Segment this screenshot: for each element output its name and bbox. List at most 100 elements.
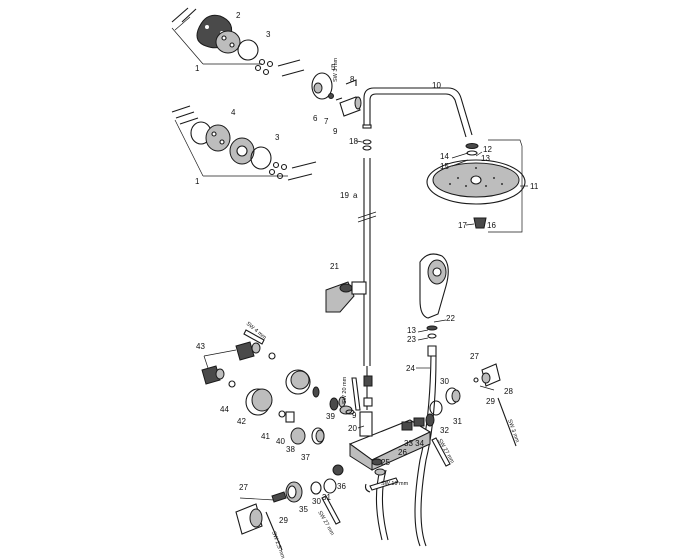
- part-number-labels: 2 3 1 5 8 6 7 9 10 4 3 1 18 19 a 12 14 1…: [195, 11, 539, 525]
- wall-mount-lower: [171, 105, 317, 181]
- label-3-upper: 3: [266, 30, 271, 39]
- label-38: 38: [286, 445, 295, 454]
- overhead-arm-part-10: [363, 87, 473, 136]
- knob-part-42: [245, 388, 273, 416]
- label-25: 25: [381, 458, 390, 467]
- seal-part-13-top: [466, 150, 478, 156]
- label-16: 16: [487, 221, 496, 230]
- bracket-part-9: [339, 96, 362, 117]
- label-10: 10: [432, 81, 441, 90]
- label-32: 32: [440, 426, 449, 435]
- screw-part-1-lower: [171, 105, 199, 125]
- screw-part-7: [335, 97, 343, 101]
- label-24: 24: [406, 364, 415, 373]
- label-13-bottom: 13: [407, 326, 416, 335]
- screw-part-41: [278, 410, 286, 418]
- bottom-left-assembly: SW 2,5 mm SW 27 mm: [235, 464, 344, 560]
- label-13-top: 13: [481, 154, 490, 163]
- tool-label-sw3mm-upper: SW 3 mm: [333, 57, 339, 82]
- label-36: 36: [337, 482, 346, 491]
- label-22: 22: [446, 314, 455, 323]
- wrench-sw4: SW 4 mm: [243, 321, 267, 345]
- seal-part-12: [465, 143, 479, 149]
- label-44: 44: [220, 405, 229, 414]
- ring-part-30-bottom: [310, 481, 322, 495]
- label-1-upper: 1: [195, 64, 200, 73]
- label-31-right: 31: [453, 417, 462, 426]
- label-4: 4: [231, 108, 236, 117]
- overhead-shower: [426, 139, 528, 233]
- ring-part-31-bottom: [323, 478, 337, 494]
- label-18: 18: [349, 137, 358, 146]
- part-36: [332, 464, 344, 476]
- label-27-right: 27: [470, 352, 479, 361]
- label-43: 43: [196, 342, 205, 351]
- label-7: 7: [324, 117, 329, 126]
- part-27-right: [473, 377, 495, 391]
- handle-part-27-bottom: [235, 503, 263, 535]
- o-ring-part-18: [362, 139, 372, 145]
- seal-ring-part-3-lower: [250, 146, 272, 170]
- wrench-sw27-right: SW 27 mm: [431, 437, 455, 467]
- label-19a: a: [353, 191, 358, 200]
- wrench-sw19: [364, 477, 399, 493]
- tool-label-sw2-5mm: SW 2,5 mm: [270, 531, 286, 560]
- label-6: 6: [313, 114, 318, 123]
- label-5: 5: [331, 63, 336, 72]
- seal-ring-part-3-upper: [237, 39, 259, 61]
- label-2: 2: [236, 11, 241, 20]
- label-37: 37: [301, 453, 310, 462]
- label-33-34: 33 34: [404, 439, 425, 448]
- slider-part-21: [325, 281, 367, 313]
- shower-riser: [357, 87, 473, 366]
- nut-part-25: [371, 458, 386, 476]
- label-3-lower: 3: [275, 133, 280, 142]
- label-17: 17: [458, 221, 467, 230]
- nozzle-part-16: [473, 217, 487, 229]
- label-12: 12: [483, 145, 492, 154]
- arm-bracket: SW 3 mm: [311, 57, 362, 117]
- label-9-upper: 9: [333, 127, 338, 136]
- tool-label-sw20mm: SW 20 mm: [342, 376, 348, 404]
- label-29-right: 29: [486, 397, 495, 406]
- label-11: 11: [530, 182, 539, 191]
- part-39: [329, 396, 346, 411]
- label-39: 39: [326, 412, 335, 421]
- screw-part-1-upper: [171, 7, 197, 31]
- wrench-sw20: SW 20 mm: [342, 376, 361, 411]
- part-9-mid: [345, 409, 355, 415]
- label-40: 40: [276, 437, 285, 446]
- handle-part-28: [481, 363, 501, 387]
- disk-upper: [215, 30, 241, 54]
- tool-label-sw19mm: SW 19 mm: [381, 481, 409, 487]
- leader-lines: [356, 140, 483, 429]
- label-41: 41: [261, 432, 270, 441]
- label-15: 15: [440, 162, 449, 171]
- label-35: 35: [299, 505, 308, 514]
- label-20: 20: [348, 424, 357, 433]
- label-29-bottom: 29: [279, 516, 288, 525]
- cartridge-part-38: [290, 427, 306, 445]
- wall-mount-upper: [171, 7, 305, 77]
- seal-part-22: [426, 325, 438, 331]
- label-1-lower: 1: [195, 177, 200, 186]
- label-9-mid: 9: [352, 411, 357, 420]
- cartridge-part-35: [285, 481, 303, 503]
- label-30-right: 30: [440, 377, 449, 386]
- hex-key-part-8: SW 3 mm: [333, 57, 357, 86]
- tool-label-sw3mm-right: SW 3 mm: [506, 419, 520, 444]
- label-31-bottom: 31: [322, 493, 331, 502]
- label-42: 42: [237, 417, 246, 426]
- label-8: 8: [350, 75, 355, 84]
- hose-part-24: [414, 355, 432, 547]
- label-14: 14: [440, 152, 449, 161]
- ring-part-31-right: [429, 400, 443, 416]
- thermostat-body: [348, 366, 432, 493]
- label-21: 21: [330, 262, 339, 271]
- screw-part-29-bottom: [271, 491, 287, 503]
- label-30-bottom: 30: [312, 497, 321, 506]
- label-28: 28: [504, 387, 513, 396]
- label-19: 19: [340, 191, 349, 200]
- nut-part-37: [311, 427, 325, 445]
